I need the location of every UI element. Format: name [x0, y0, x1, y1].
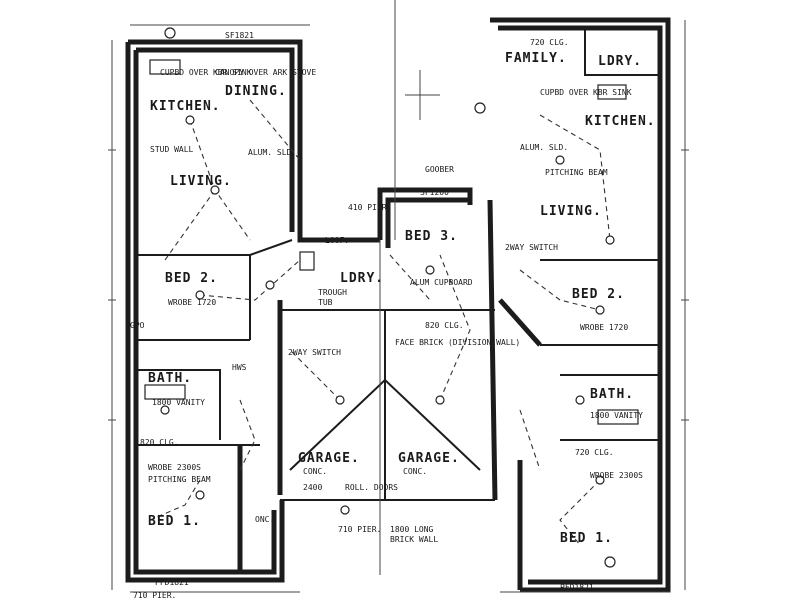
room-label-right-family: FAMILY.	[505, 51, 567, 66]
room-label-right-garage: GARAGE.	[398, 451, 460, 466]
ceiling-light-icon	[595, 305, 605, 315]
room-label-bed3: BED 3.	[405, 229, 458, 244]
room-label-right-kitchen: KITCHEN.	[585, 114, 656, 129]
note-center-face-brick: FACE BRICK (DIVISION WALL)	[395, 338, 520, 347]
note-left-2way: 2WAY SWITCH	[288, 348, 341, 357]
note-ldry-tub: TUB	[318, 298, 333, 307]
ceiling-light-icon	[575, 395, 585, 405]
note-left-stud-wall: STUD WALL	[150, 145, 194, 154]
dimension-lines	[108, 0, 689, 593]
room-label-left-ldry: LDRY.	[340, 271, 384, 286]
note-onc: ONC.	[255, 515, 274, 524]
left-unit-walls	[125, 39, 380, 583]
note-center-goober: GOOBER	[425, 165, 454, 174]
downpipe-icon	[604, 556, 616, 568]
room-label-left-bed1: BED 1.	[148, 514, 201, 529]
room-label-left-living: LIVING.	[170, 174, 232, 189]
note-right-cupboard: CUPBD OVER KBR SINK	[540, 88, 632, 97]
note-center-brick-wall: BRICK WALL	[390, 535, 438, 544]
note-center-alum-cupboard: ALUM CUPBOARD	[410, 278, 473, 287]
room-label-left-kitchen: KITCHEN.	[150, 99, 221, 114]
ceiling-light-icon	[195, 490, 205, 500]
note-left-garage-conc: CONC.	[303, 467, 327, 476]
downpipe-icon	[164, 27, 176, 39]
room-label-right-living: LIVING.	[540, 204, 602, 219]
note-right-family-ceiling: 720 CLG.	[530, 38, 569, 47]
ceiling-light-icon	[555, 155, 565, 165]
note-ldry-trough: TROUGH	[318, 288, 347, 297]
ceiling-light-icon	[435, 395, 445, 405]
ceiling-light-icon	[605, 235, 615, 245]
note-center-710-pier: 710 PIER.	[338, 525, 381, 534]
downpipe-icon	[474, 102, 486, 114]
room-label-left-garage: GARAGE.	[298, 451, 360, 466]
vanity-icon	[597, 409, 639, 425]
note-right-2way: 2WAY SWITCH	[505, 243, 558, 252]
ceiling-light-icon	[210, 185, 220, 195]
ceiling-light-icon	[185, 115, 195, 125]
note-left-vanity: 1800 VANITY	[152, 398, 205, 407]
room-label-right-ldry: LDRY.	[598, 54, 642, 69]
annotations: CUPBD OVER KBR SINK CANOPY OVER ARK STOV…	[130, 31, 643, 600]
note-right-garage-conc: CONC.	[403, 467, 427, 476]
room-labels: KITCHEN. DINING. LIVING. BED 2. BATH. BE…	[148, 51, 656, 546]
room-label-right-bed1: BED 1.	[560, 531, 613, 546]
note-right-720: 720 CLG.	[575, 448, 614, 457]
sink-icon	[149, 59, 181, 75]
note-center-sf: SF1200	[420, 188, 449, 197]
note-bottom-pier-left: 710 PIER.	[133, 591, 176, 600]
note-center-1800-long: 1800 LONG	[390, 525, 434, 534]
note-bottom-left-dim: PFD1821	[155, 578, 189, 587]
fixtures	[144, 27, 639, 568]
note-left-roller: ROLL. DOORS	[345, 483, 398, 492]
note-right-pitching: PITCHING BEAM	[545, 168, 608, 177]
note-left-pitching: PITCHING BEAM	[148, 475, 211, 484]
room-label-right-bath: BATH.	[590, 387, 634, 402]
note-right-wrobe: WROBE 1720	[580, 323, 628, 332]
note-center-410: 410 PIER.	[348, 203, 391, 212]
note-gpo: GPO	[130, 321, 145, 330]
note-top-dim: SF1821	[225, 31, 254, 40]
ceiling-light-icon	[425, 265, 435, 275]
ceiling-light-icon	[335, 395, 345, 405]
note-left-wrobe2: WROBE 2300S	[148, 463, 201, 472]
vanity-icon	[144, 384, 186, 400]
sink-icon	[597, 84, 627, 100]
ceiling-light-icon	[195, 290, 205, 300]
pier-icon	[340, 505, 350, 515]
ceiling-light-icon	[160, 405, 170, 415]
trough-icon	[299, 251, 315, 271]
note-left-cupboard: CUPBD OVER KBR SINK	[160, 68, 252, 77]
note-right-vanity: 1800 VANITY	[590, 411, 643, 420]
room-label-left-bed2: BED 2.	[165, 271, 218, 286]
note-right-wrobe2: WROBE 2300S	[590, 471, 643, 480]
note-left-wrobe: WROBE 1720	[168, 298, 216, 307]
note-left-alum: ALUM. SLD.	[248, 148, 296, 157]
note-center-820-ceiling: 820 CLG.	[425, 321, 464, 330]
note-right-alum: ALUM. SLD.	[520, 143, 568, 152]
garage-walls	[280, 187, 498, 501]
ceiling-light-icon	[595, 475, 605, 485]
note-hws: HWS	[232, 363, 247, 372]
note-left-2400: 2400	[303, 483, 322, 492]
ceiling-light-icon	[265, 280, 275, 290]
note-left-canopy: CANOPY OVER ARK STOVE	[215, 68, 316, 77]
room-label-right-bed2: BED 2.	[572, 287, 625, 302]
room-label-left-bath: BATH.	[148, 371, 192, 386]
note-left-820-ceiling: 820 CLG.	[140, 438, 179, 447]
note-ldry-left: LOOF.	[325, 236, 349, 245]
right-unit-walls	[490, 17, 671, 593]
room-label-left-dining: DINING.	[225, 84, 287, 99]
note-bottom-right-dim: PFD1821	[560, 583, 594, 592]
